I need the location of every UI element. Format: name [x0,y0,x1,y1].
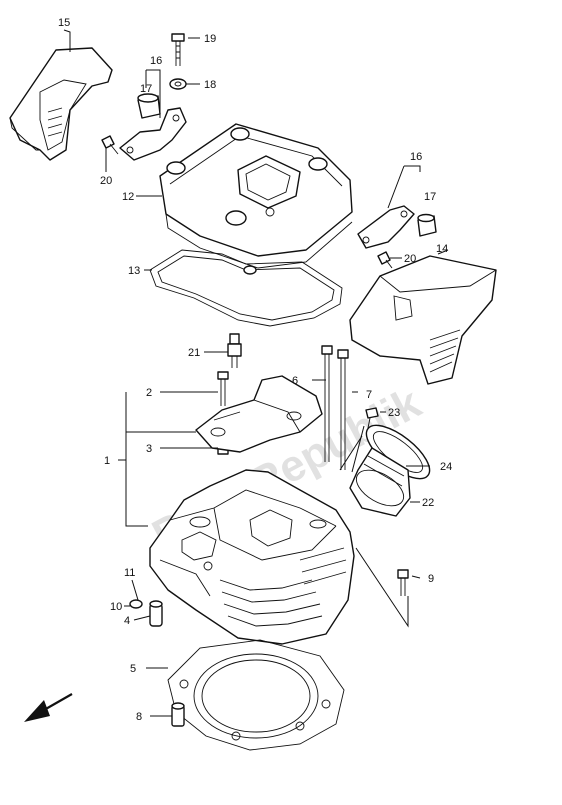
callout-15: 15 [58,17,70,29]
callout-11: 11 [124,567,135,579]
callout-16-right: 16 [410,151,422,163]
intake-22-part [349,447,411,517]
cover-gasket-part [149,249,343,327]
bolt-7-part [337,349,349,470]
callout-3: 3 [146,443,152,455]
bracket-left-part [119,107,187,161]
callout-17-right: 17 [424,191,436,203]
bolt-19-part [171,33,185,66]
bolt-23-part [365,407,379,429]
front-arrow-icon [24,693,73,722]
callout-18: 18 [204,79,216,91]
callout-13: 13 [128,265,140,277]
callout-4: 4 [124,615,130,627]
spark-plug-part [227,333,242,368]
callout-1: 1 [104,455,110,467]
bracket-right-part [357,205,415,249]
head-gasket-part [167,639,345,751]
left-cover-part [9,47,113,161]
callout-20-left: 20 [100,175,112,187]
callout-20-right: 20 [404,253,416,265]
callout-labels: 15 19 16 17 18 20 12 16 17 20 14 13 21 6… [58,17,452,723]
bolt-20-right-part [377,251,393,269]
washer-10-part [129,599,143,609]
fitting-4-part [149,600,163,627]
washer-18-part [169,78,187,90]
callout-2: 2 [146,387,152,399]
callout-10: 10 [110,601,122,613]
cylinder-head-part [149,469,355,645]
right-cover-part [349,255,497,385]
callout-17-left: 17 [140,83,152,95]
valve-cover-part [159,123,353,269]
bolt-6-part [321,345,333,462]
bolt-2-part [217,371,229,406]
grommet-17-left-part [137,93,161,119]
callout-21: 21 [188,347,200,359]
callout-24: 24 [440,461,452,473]
callout-9: 9 [428,573,434,585]
cam-holder-part [195,375,323,453]
bolt-9-part [397,569,409,596]
callout-14: 14 [436,243,448,255]
callout-16-left: 16 [150,55,162,67]
grommet-17-right-part [417,213,437,237]
callout-8: 8 [136,711,142,723]
callout-7: 7 [366,389,372,401]
callout-22: 22 [422,497,434,509]
callout-5: 5 [130,663,136,675]
callout-6: 6 [292,375,298,387]
callout-23: 23 [388,407,400,419]
leader-lines [63,29,449,717]
bolt-20-left-part [101,135,119,155]
dowel-8-part [171,702,185,727]
callout-19: 19 [204,33,216,45]
callout-12: 12 [122,191,134,203]
